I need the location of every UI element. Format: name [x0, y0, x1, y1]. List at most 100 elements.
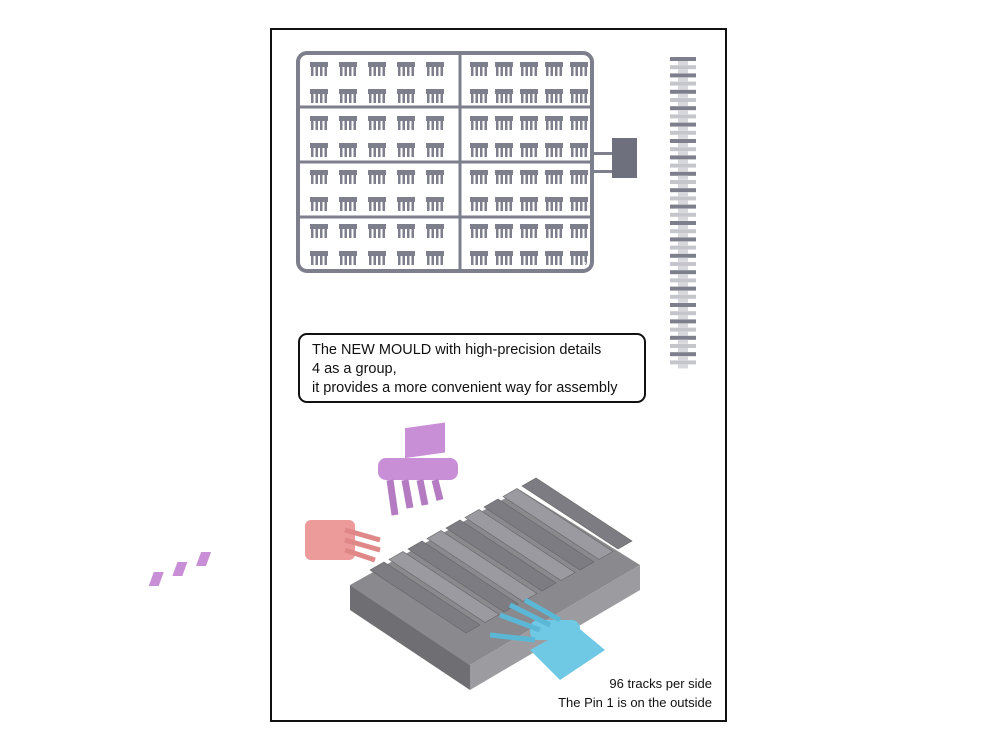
sprue-track-part — [426, 170, 444, 184]
sprue-track-part — [368, 116, 386, 130]
strip-link — [670, 89, 696, 94]
strip-link — [670, 327, 696, 332]
strip-link — [670, 286, 696, 291]
sprue-track-part — [570, 143, 588, 157]
sprue-track-part — [520, 62, 538, 76]
sprue-track-part — [339, 251, 357, 265]
sprue-track-part — [570, 170, 588, 184]
sprue-gate-block — [612, 138, 637, 178]
strip-link — [670, 163, 696, 168]
strip-link — [670, 196, 696, 201]
sprue-track-part — [310, 197, 328, 211]
strip-link-center — [678, 290, 688, 295]
sprue-track-part — [310, 143, 328, 157]
strip-link — [670, 245, 696, 250]
strip-link-center — [678, 274, 688, 279]
sprue-track-part — [520, 116, 538, 130]
sprue-track-part — [520, 143, 538, 157]
sprue-track-part — [495, 62, 513, 76]
sprue-track-part — [570, 89, 588, 103]
sprue-track-part — [545, 143, 563, 157]
strip-link — [670, 335, 696, 340]
strip-link-center — [678, 93, 688, 98]
strip-link — [670, 270, 696, 275]
sprue-track-part — [310, 62, 328, 76]
sprue-track-part — [570, 197, 588, 211]
strip-link-center — [678, 323, 688, 328]
sprue-track-part — [470, 62, 488, 76]
strip-link-center — [678, 200, 688, 205]
sprue-track-part — [339, 143, 357, 157]
sprue-track-part — [545, 62, 563, 76]
sprue-track-part — [570, 62, 588, 76]
sprue-track-part — [368, 89, 386, 103]
strip-link-center — [678, 167, 688, 172]
callout-line: 4 as a group, — [312, 361, 397, 377]
track-link — [502, 488, 614, 560]
strip-link-center — [678, 298, 688, 303]
strip-link — [670, 65, 696, 70]
sprue-track-part — [426, 143, 444, 157]
strip-link-center — [678, 216, 688, 221]
sprue-track-part — [426, 224, 444, 238]
strip-link-center — [678, 307, 688, 311]
strip-link-center — [678, 102, 688, 106]
strip-link-center — [678, 339, 688, 344]
sprue-track-part — [570, 116, 588, 130]
sprue-track-part — [397, 89, 415, 103]
sprue-track-part — [397, 170, 415, 184]
sprue-track-part — [368, 62, 386, 76]
pink-pin-group — [305, 520, 381, 563]
strip-link-center — [678, 257, 688, 262]
sprue-frame: N — [296, 51, 637, 273]
sprue-track-part — [545, 116, 563, 130]
strip-link — [670, 171, 696, 176]
sprue-track-part — [397, 143, 415, 157]
sprue-track-part — [570, 251, 588, 265]
sprue-track-part — [495, 116, 513, 130]
strip-link — [670, 180, 696, 184]
strip-link — [670, 188, 696, 193]
sprue-track-part — [470, 89, 488, 103]
sprue-track-part — [520, 197, 538, 211]
track-link — [369, 561, 481, 634]
sprue-label: N — [584, 262, 589, 269]
assembled-track-strip — [670, 57, 696, 369]
track-note: 96 tracks per side The Pin 1 is on the o… — [558, 674, 712, 712]
callout-line: The NEW MOULD with high-precision detail… — [312, 342, 602, 358]
sprue-track-part — [426, 197, 444, 211]
strip-link — [670, 204, 696, 209]
strip-link-center — [678, 134, 688, 139]
strip-link — [670, 73, 696, 78]
strip-link — [670, 262, 696, 266]
sprue-track-part — [426, 116, 444, 130]
strip-link — [670, 221, 696, 225]
sprue-track-part — [397, 251, 415, 265]
sprue-track-part — [545, 89, 563, 103]
strip-link-center — [678, 143, 688, 147]
strip-link — [670, 319, 696, 324]
sprue-track-part — [495, 251, 513, 265]
sprue-track-part — [368, 143, 386, 157]
sprue-track-part — [470, 143, 488, 157]
strip-link-center — [678, 118, 688, 123]
strip-link-center — [678, 282, 688, 287]
sprue-track-part — [470, 197, 488, 211]
strip-link-center — [678, 266, 688, 270]
sprue-track-part — [310, 116, 328, 130]
sprue-track-part — [310, 170, 328, 184]
sprue-track-part — [368, 251, 386, 265]
track-link — [464, 509, 576, 581]
sprue-track-part — [470, 224, 488, 238]
sprue-track-part — [368, 224, 386, 238]
track-link — [521, 477, 633, 550]
sprue-track-part — [368, 197, 386, 211]
sprue-track-part — [495, 89, 513, 103]
sprue-track-part — [339, 116, 357, 130]
strip-link-center — [678, 159, 688, 164]
strip-link-center — [678, 110, 688, 115]
callout-line: it provides a more convenient way for as… — [312, 380, 618, 396]
strip-link — [670, 352, 696, 357]
sprue-track-part — [495, 143, 513, 157]
strip-link-center — [678, 331, 688, 336]
